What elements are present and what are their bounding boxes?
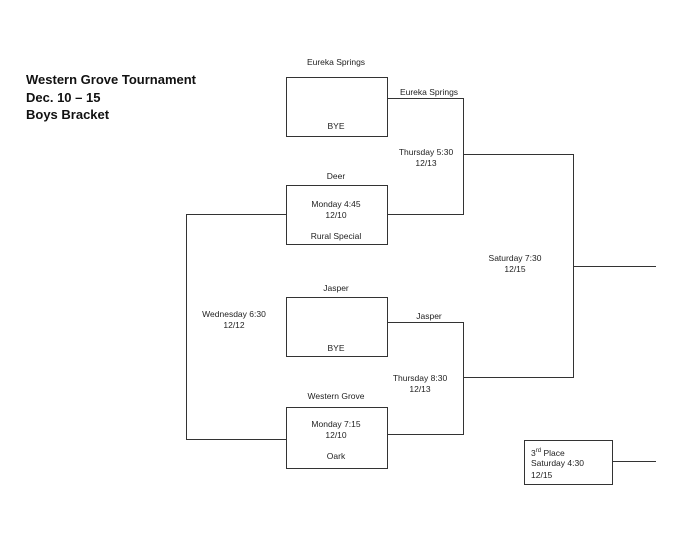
game2-top-team: Deer: [326, 171, 346, 181]
game4-time: Monday 7:15: [311, 419, 361, 429]
game1-bottom-team: BYE: [327, 121, 345, 131]
game1-top-team: Eureka Springs: [306, 57, 366, 67]
game2-box: [286, 185, 388, 245]
tournament-dates: Dec. 10 – 15: [26, 90, 101, 105]
game4-top-team: Western Grove: [307, 391, 365, 401]
round2-lower-time: Thursday 8:30: [392, 373, 448, 383]
game2-bottom-team: Rural Special: [310, 231, 362, 241]
consolation-date: 12/12: [223, 320, 245, 330]
final-bracket-line: [573, 154, 574, 378]
round2-upper-output: [464, 154, 574, 155]
round2-upper-date: 12/13: [415, 158, 437, 168]
game1-connector: [387, 98, 464, 99]
game4-connector: [387, 434, 464, 435]
game2-date: 12/10: [325, 210, 347, 220]
consolation-top-line: [186, 214, 286, 215]
game1-box: [286, 77, 388, 137]
round2-lower-output: [464, 377, 574, 378]
round2-upper-bracket-line: [463, 98, 464, 215]
round2-upper-time: Thursday 5:30: [398, 147, 454, 157]
game3-box: [286, 297, 388, 357]
round2-upper-advancing: Eureka Springs: [399, 87, 459, 97]
champion-line: [574, 266, 656, 267]
consolation-vertical-line: [186, 214, 187, 440]
third-place-title: 3rd Place: [531, 447, 565, 458]
game2-time: Monday 4:45: [311, 199, 361, 209]
third-place-date: 12/15: [531, 470, 553, 480]
bracket-name: Boys Bracket: [26, 107, 110, 122]
third-place-line: [612, 461, 656, 462]
final-date: 12/15: [504, 264, 526, 274]
game4-bottom-team: Oark: [326, 451, 346, 461]
tournament-title: Western Grove Tournament: [26, 72, 196, 87]
game3-bottom-team: BYE: [327, 343, 345, 353]
game4-date: 12/10: [325, 430, 347, 440]
third-place-box: [524, 440, 613, 485]
third-place-time: Saturday 4:30: [531, 458, 584, 468]
game3-connector: [387, 322, 464, 323]
game2-connector: [387, 214, 464, 215]
game4-box: [286, 407, 388, 469]
game3-top-team: Jasper: [323, 283, 349, 293]
round2-lower-advancing: Jasper: [416, 311, 442, 321]
round2-lower-date: 12/13: [409, 384, 431, 394]
consolation-bottom-line: [186, 439, 286, 440]
round2-lower-bracket-line: [463, 322, 464, 435]
consolation-time: Wednesday 6:30: [202, 309, 266, 319]
final-time: Saturday 7:30: [488, 253, 542, 263]
